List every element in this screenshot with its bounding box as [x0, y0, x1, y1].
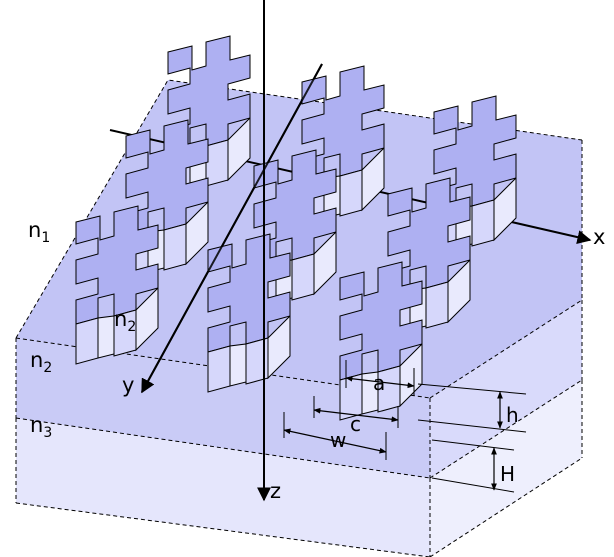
label-n2-inner: n2: [114, 307, 136, 335]
axis-y-label: y: [122, 373, 134, 397]
axis-x-label: x: [593, 225, 605, 249]
layer-n2-side: [430, 300, 582, 478]
dimension-w: [283, 412, 387, 460]
dimension-c-label: c: [350, 412, 361, 436]
dimension-H-label: H: [500, 462, 515, 486]
layer-n3: [15, 380, 583, 557]
label-n3: n3: [30, 413, 52, 441]
dimension-h: [417, 383, 527, 433]
dimension-a: [345, 360, 415, 396]
layer-n3-side: [430, 380, 582, 557]
dimension-h-label: h: [506, 403, 519, 427]
dimension-w-label: w: [330, 428, 346, 452]
label-n2: n2: [30, 348, 52, 376]
dimension-a-label: a: [373, 371, 385, 395]
axis-z-label: z: [270, 479, 281, 503]
label-n1: n1: [28, 218, 50, 246]
layer-n3-front: [16, 418, 430, 557]
dimension-H: [431, 439, 515, 493]
dimension-c: [313, 396, 399, 428]
